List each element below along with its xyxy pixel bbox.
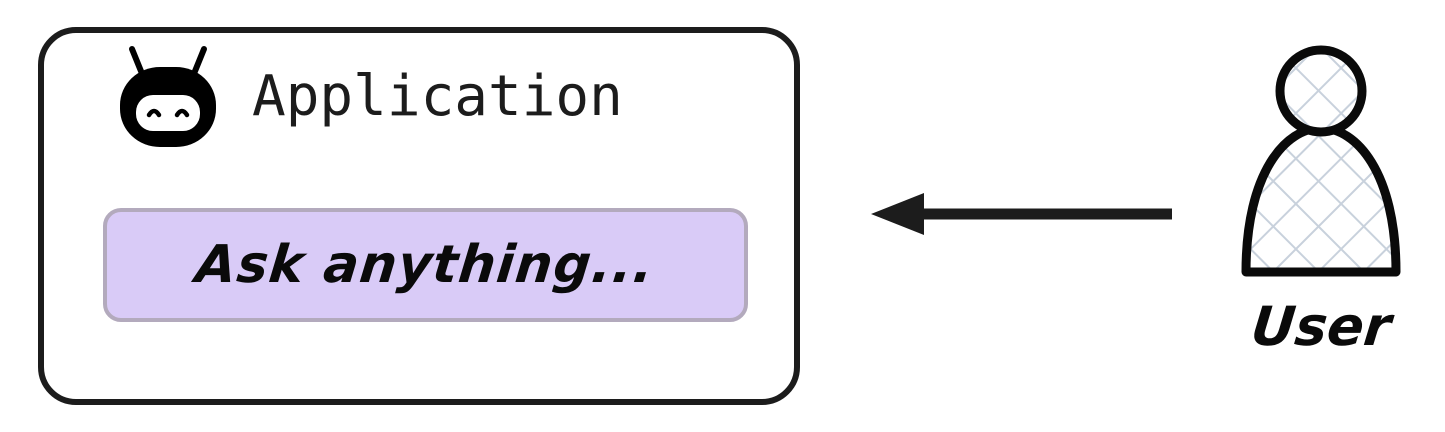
application-header: Application [112, 45, 623, 149]
user-label: User [1248, 295, 1394, 358]
application-title: Application [252, 64, 623, 129]
robot-head-icon [120, 46, 216, 147]
ask-anything-input[interactable]: Ask anything... [103, 208, 748, 322]
ask-anything-placeholder: Ask anything... [193, 235, 658, 295]
user-actor-icon [1241, 45, 1401, 277]
user-to-application-arrow [871, 193, 1172, 235]
